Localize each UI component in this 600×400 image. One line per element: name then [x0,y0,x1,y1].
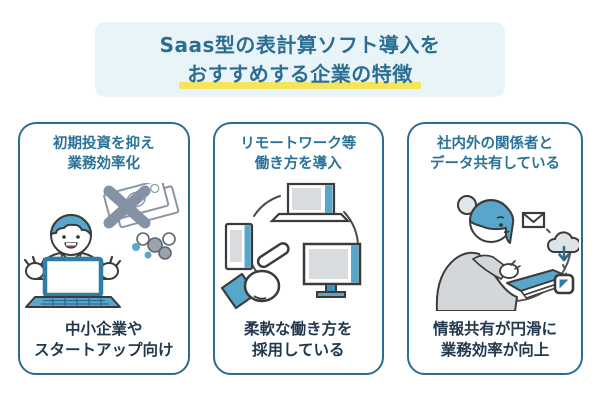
pointing-hand-icon [221,241,290,309]
card-1-caption: 中小企業や スタートアップ向け [33,320,174,360]
smartphone-icon [225,222,254,270]
card-low-initial-investment: 初期投資を抑え 業務効率化 [18,122,190,375]
hand-on-tablet [499,260,521,279]
businessman-laptop-illustration [22,175,186,320]
crossed-money-laptop-man-drawing [23,182,179,308]
woman-tablet-illustration [411,175,579,320]
card-3-caption: 情報共有が円滑に 業務効率が向上 [432,320,557,360]
title-banner: Saas型の表計算ソフト導入を おすすめする企業の特徴 [95,22,505,97]
devices-sync-drawing [221,182,362,309]
card-1-heading: 初期投資を抑え 業務効率化 [53,136,155,173]
card-data-sharing: 社内外の関係者と データ共有している [407,122,583,375]
card-2-caption: 柔軟な働き方を 採用している [243,320,353,360]
card-remote-work: リモートワーク等 働き方を導入 [212,122,384,375]
mail-icon [521,211,546,228]
laptop-icon [269,182,351,222]
title-line-2-highlighted: おすすめする企業の特徴 [179,59,421,89]
card-2-heading: リモートワーク等 働き方を導入 [240,136,357,173]
file-share-icon [553,273,575,295]
data-sharing-drawing [435,194,579,311]
cross-x-icon [103,185,151,229]
feature-cards-row: 初期投資を抑え 業務効率化 [18,122,583,375]
monitor-icon [303,242,362,298]
cloud-download-icon [547,231,579,262]
card-3-heading: 社内外の関係者と データ共有している [429,136,561,173]
open-hand-left-icon [23,255,45,280]
woman-figure [435,194,521,311]
device-cycle-illustration [217,175,381,320]
coins-icon [131,232,176,260]
title-line-1: Saas型の表計算ソフト導入を [159,32,441,57]
laptop-icon [24,256,121,308]
